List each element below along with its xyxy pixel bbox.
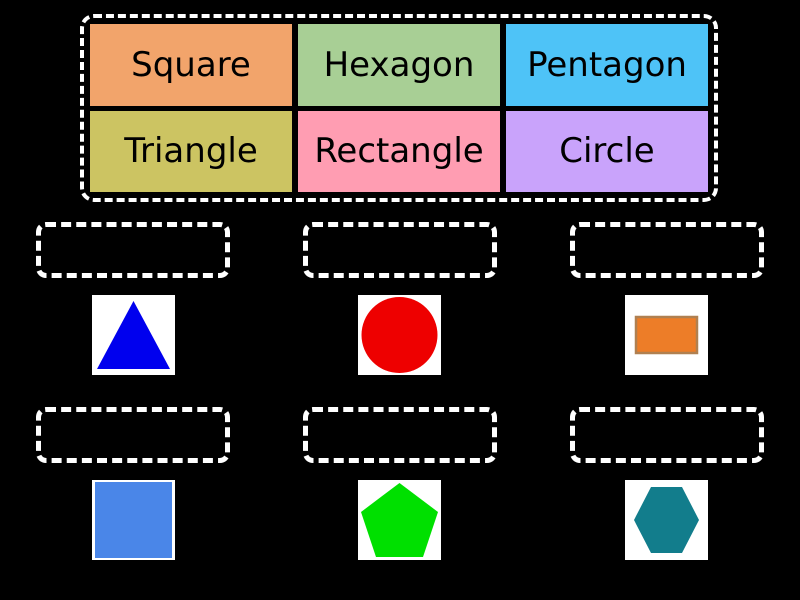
dropzone-triangle[interactable] xyxy=(36,222,231,278)
label-tile-grid: Square Hexagon Pentagon Triangle Rectang… xyxy=(90,24,708,192)
shape-card-square[interactable] xyxy=(91,480,175,560)
answer-row-2 xyxy=(0,407,800,587)
shape-card-pentagon[interactable] xyxy=(358,480,442,560)
shape-card-triangle[interactable] xyxy=(91,295,175,375)
shape-card-rectangle[interactable] xyxy=(625,295,709,375)
label-tile-triangle[interactable]: Triangle xyxy=(90,110,292,192)
label-tile-bank: Square Hexagon Pentagon Triangle Rectang… xyxy=(80,14,718,202)
answer-slot-triangle xyxy=(0,222,267,402)
dropzone-pentagon[interactable] xyxy=(302,407,497,463)
label-tile-hexagon[interactable]: Hexagon xyxy=(298,24,500,106)
dropzone-rectangle[interactable] xyxy=(569,222,764,278)
label-tile-circle[interactable]: Circle xyxy=(506,110,708,192)
dropzone-hexagon[interactable] xyxy=(569,407,764,463)
shape-card-circle[interactable] xyxy=(358,295,442,375)
label-tile-rectangle[interactable]: Rectangle xyxy=(298,110,500,192)
dropzone-square[interactable] xyxy=(36,407,231,463)
shape-card-hexagon[interactable] xyxy=(625,480,709,560)
answer-slot-pentagon xyxy=(267,407,534,587)
answer-slot-hexagon xyxy=(533,407,800,587)
rectangle-icon xyxy=(634,315,699,355)
triangle-icon xyxy=(96,301,170,369)
label-tile-pentagon[interactable]: Pentagon xyxy=(506,24,708,106)
dropzone-circle[interactable] xyxy=(302,222,497,278)
square-icon xyxy=(94,482,172,558)
circle-icon xyxy=(361,297,438,373)
answer-slot-square xyxy=(0,407,267,587)
hexagon-icon xyxy=(634,487,700,553)
answer-slot-rectangle xyxy=(533,222,800,402)
answer-row-1 xyxy=(0,222,800,402)
pentagon-icon xyxy=(361,483,439,557)
label-tile-square[interactable]: Square xyxy=(90,24,292,106)
answer-slot-circle xyxy=(267,222,534,402)
